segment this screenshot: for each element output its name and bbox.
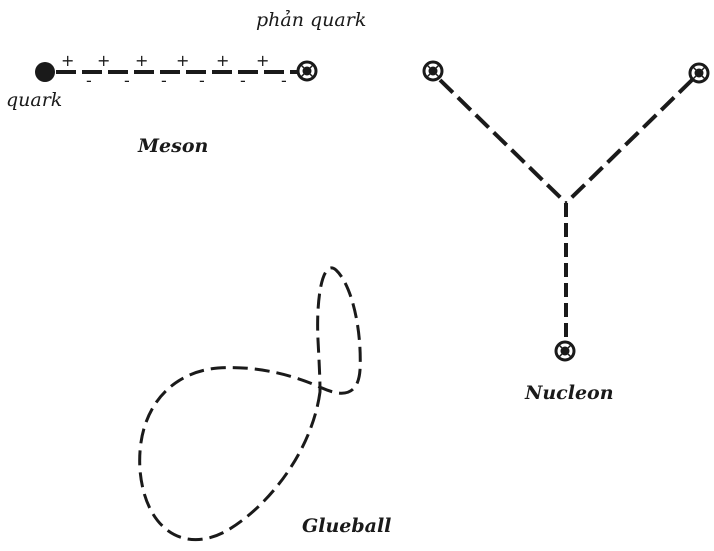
meson-plus-sign: + — [176, 51, 189, 70]
antiquark-label: phản quark — [256, 9, 366, 31]
nucleon-quark-right — [690, 64, 708, 82]
meson-minus-sign: - — [281, 71, 287, 90]
meson-minus-sign: - — [199, 71, 205, 90]
glueball-group: Glueball — [140, 268, 392, 540]
meson-group: + + + + + + - - - - - - phản quark quark… — [6, 9, 366, 157]
meson-plus-sign: + — [256, 51, 269, 70]
meson-minus-sign: - — [161, 71, 167, 90]
nucleon-flux-string-right — [566, 80, 692, 203]
quark-dot — [35, 62, 55, 82]
meson-plus-sign: + — [61, 51, 74, 70]
meson-minus-sign: - — [240, 71, 246, 90]
nucleon-title: Nucleon — [524, 382, 614, 404]
meson-plus-sign: + — [135, 51, 148, 70]
nucleon-flux-string-left — [440, 80, 566, 203]
quark-label: quark — [6, 89, 62, 111]
meson-plus-sign: + — [216, 51, 229, 70]
meson-minus-sign: - — [86, 71, 92, 90]
glueball-title: Glueball — [302, 515, 391, 537]
nucleon-quark-bottom — [556, 342, 574, 360]
meson-minus-sign: - — [124, 71, 130, 90]
meson-plus-sign: + — [97, 51, 110, 70]
meson-title: Meson — [137, 135, 208, 157]
glueball-flux-loop — [140, 268, 361, 540]
antiquark-dot — [298, 62, 316, 80]
nucleon-group: Nucleon — [424, 62, 708, 404]
nucleon-quark-left — [424, 62, 442, 80]
